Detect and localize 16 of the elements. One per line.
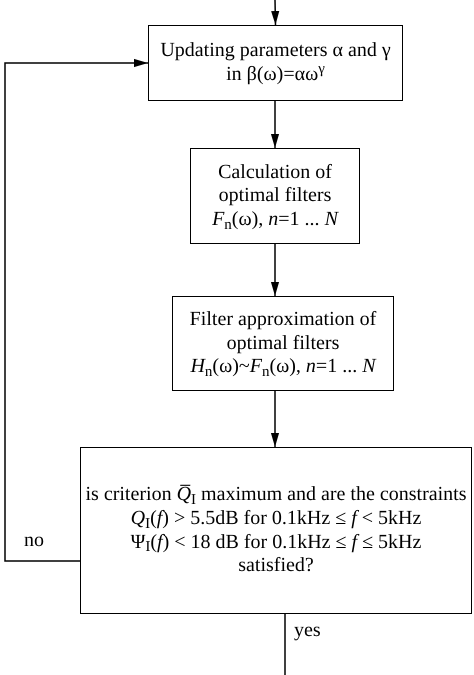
arrow — [270, 391, 280, 447]
arrow — [270, 101, 280, 148]
arrow — [4, 58, 148, 562]
box-text: Updating parameters α and γ in β(ω)=αω$^{γ}$ — [159, 39, 392, 87]
arrow — [271, 0, 280, 26]
process-box — [172, 296, 394, 391]
process-box — [80, 447, 472, 614]
box-text: H$_{n}$(ω)~F$_{n}$(ω), n=1 ... N — [190, 355, 376, 379]
box-text: Q$_{I}$(f) > 5.5dB for 0.1kHz ≤ f < 5kHz — [130, 506, 422, 530]
box-text: F$_{n}$(ω), n=1 ... N — [212, 208, 338, 232]
box-text: Ψ$_{I}$(f) < 18 dB for 0.1kHz ≤ f ≤ 5kHz — [130, 530, 422, 554]
box-text: satisfied? — [238, 554, 314, 578]
process-box — [190, 148, 360, 244]
arrow — [270, 244, 280, 296]
box-text: is criterion Q̅$_{I}$ maximum and are the constraints — [85, 483, 467, 507]
process-box — [148, 25, 403, 101]
